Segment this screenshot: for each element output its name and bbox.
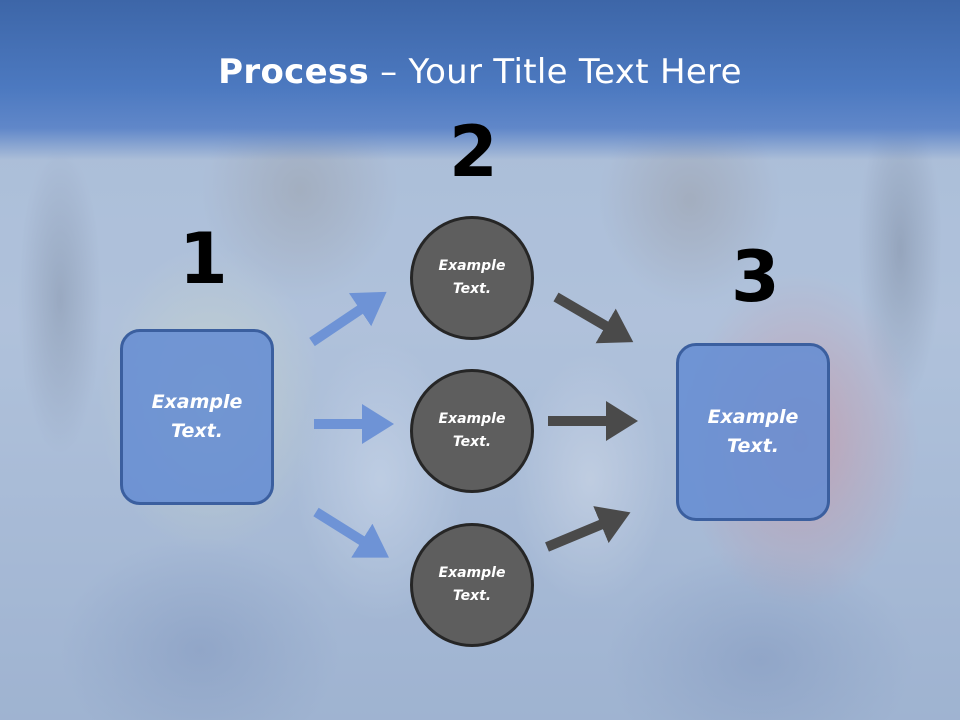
step-number-3: 3 [731,236,780,318]
arrow-from-circle-3 [545,506,631,552]
step-number-1: 1 [179,218,228,300]
process-circle-2: Example Text. [410,369,534,493]
arrow-from-circle-1 [553,292,634,344]
arrow-to-circle-3 [313,507,389,558]
process-circle-1: Example Text. [410,216,534,340]
process-circle-3: Example Text. [410,523,534,647]
step-number-2: 2 [449,111,498,193]
output-box: Example Text. [676,343,830,521]
title-bold: Process [218,52,370,92]
input-box: Example Text. [120,329,274,505]
title-rest: – Your Title Text Here [369,52,742,92]
title-band [0,0,960,160]
arrow-to-circle-1 [309,291,387,347]
slide-title: Process – Your Title Text Here [0,52,960,92]
